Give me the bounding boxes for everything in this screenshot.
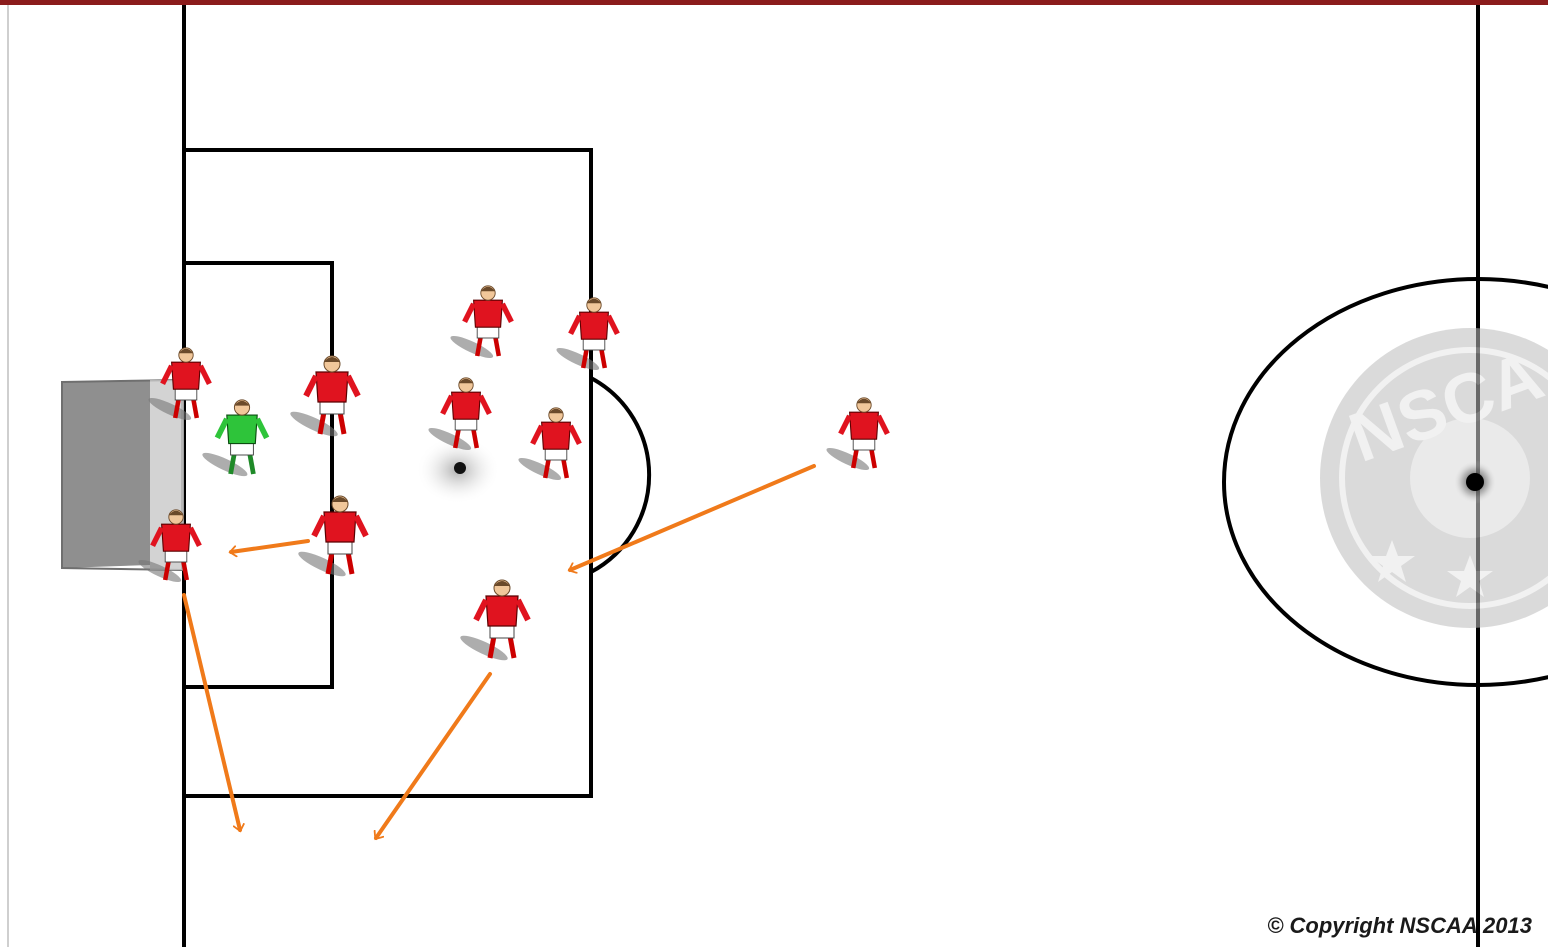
goal-area	[182, 261, 334, 689]
player-goal-area-top	[288, 356, 358, 440]
player-box-5	[458, 580, 528, 664]
arrow-player-to-edge	[376, 672, 492, 838]
ball	[454, 462, 466, 474]
players	[136, 286, 887, 665]
movement-arrows	[182, 464, 816, 838]
player-box-2	[554, 298, 617, 374]
copyright-text: © Copyright NSCAA 2013	[1267, 913, 1532, 938]
arrow-to-near-post	[231, 539, 310, 552]
center-spot	[1466, 473, 1484, 491]
top-border	[0, 0, 1548, 5]
player-box-1	[448, 286, 511, 362]
center-circle	[1222, 277, 1548, 687]
arrow-to-penalty-spot	[570, 464, 816, 570]
player-outside-box	[824, 398, 887, 474]
player-box-4	[516, 408, 579, 484]
nscaa-watermark: NSCAA	[1320, 318, 1548, 628]
goalkeeper	[200, 400, 267, 480]
arrow-post-to-edge	[182, 593, 240, 830]
penalty-arc	[590, 376, 652, 574]
